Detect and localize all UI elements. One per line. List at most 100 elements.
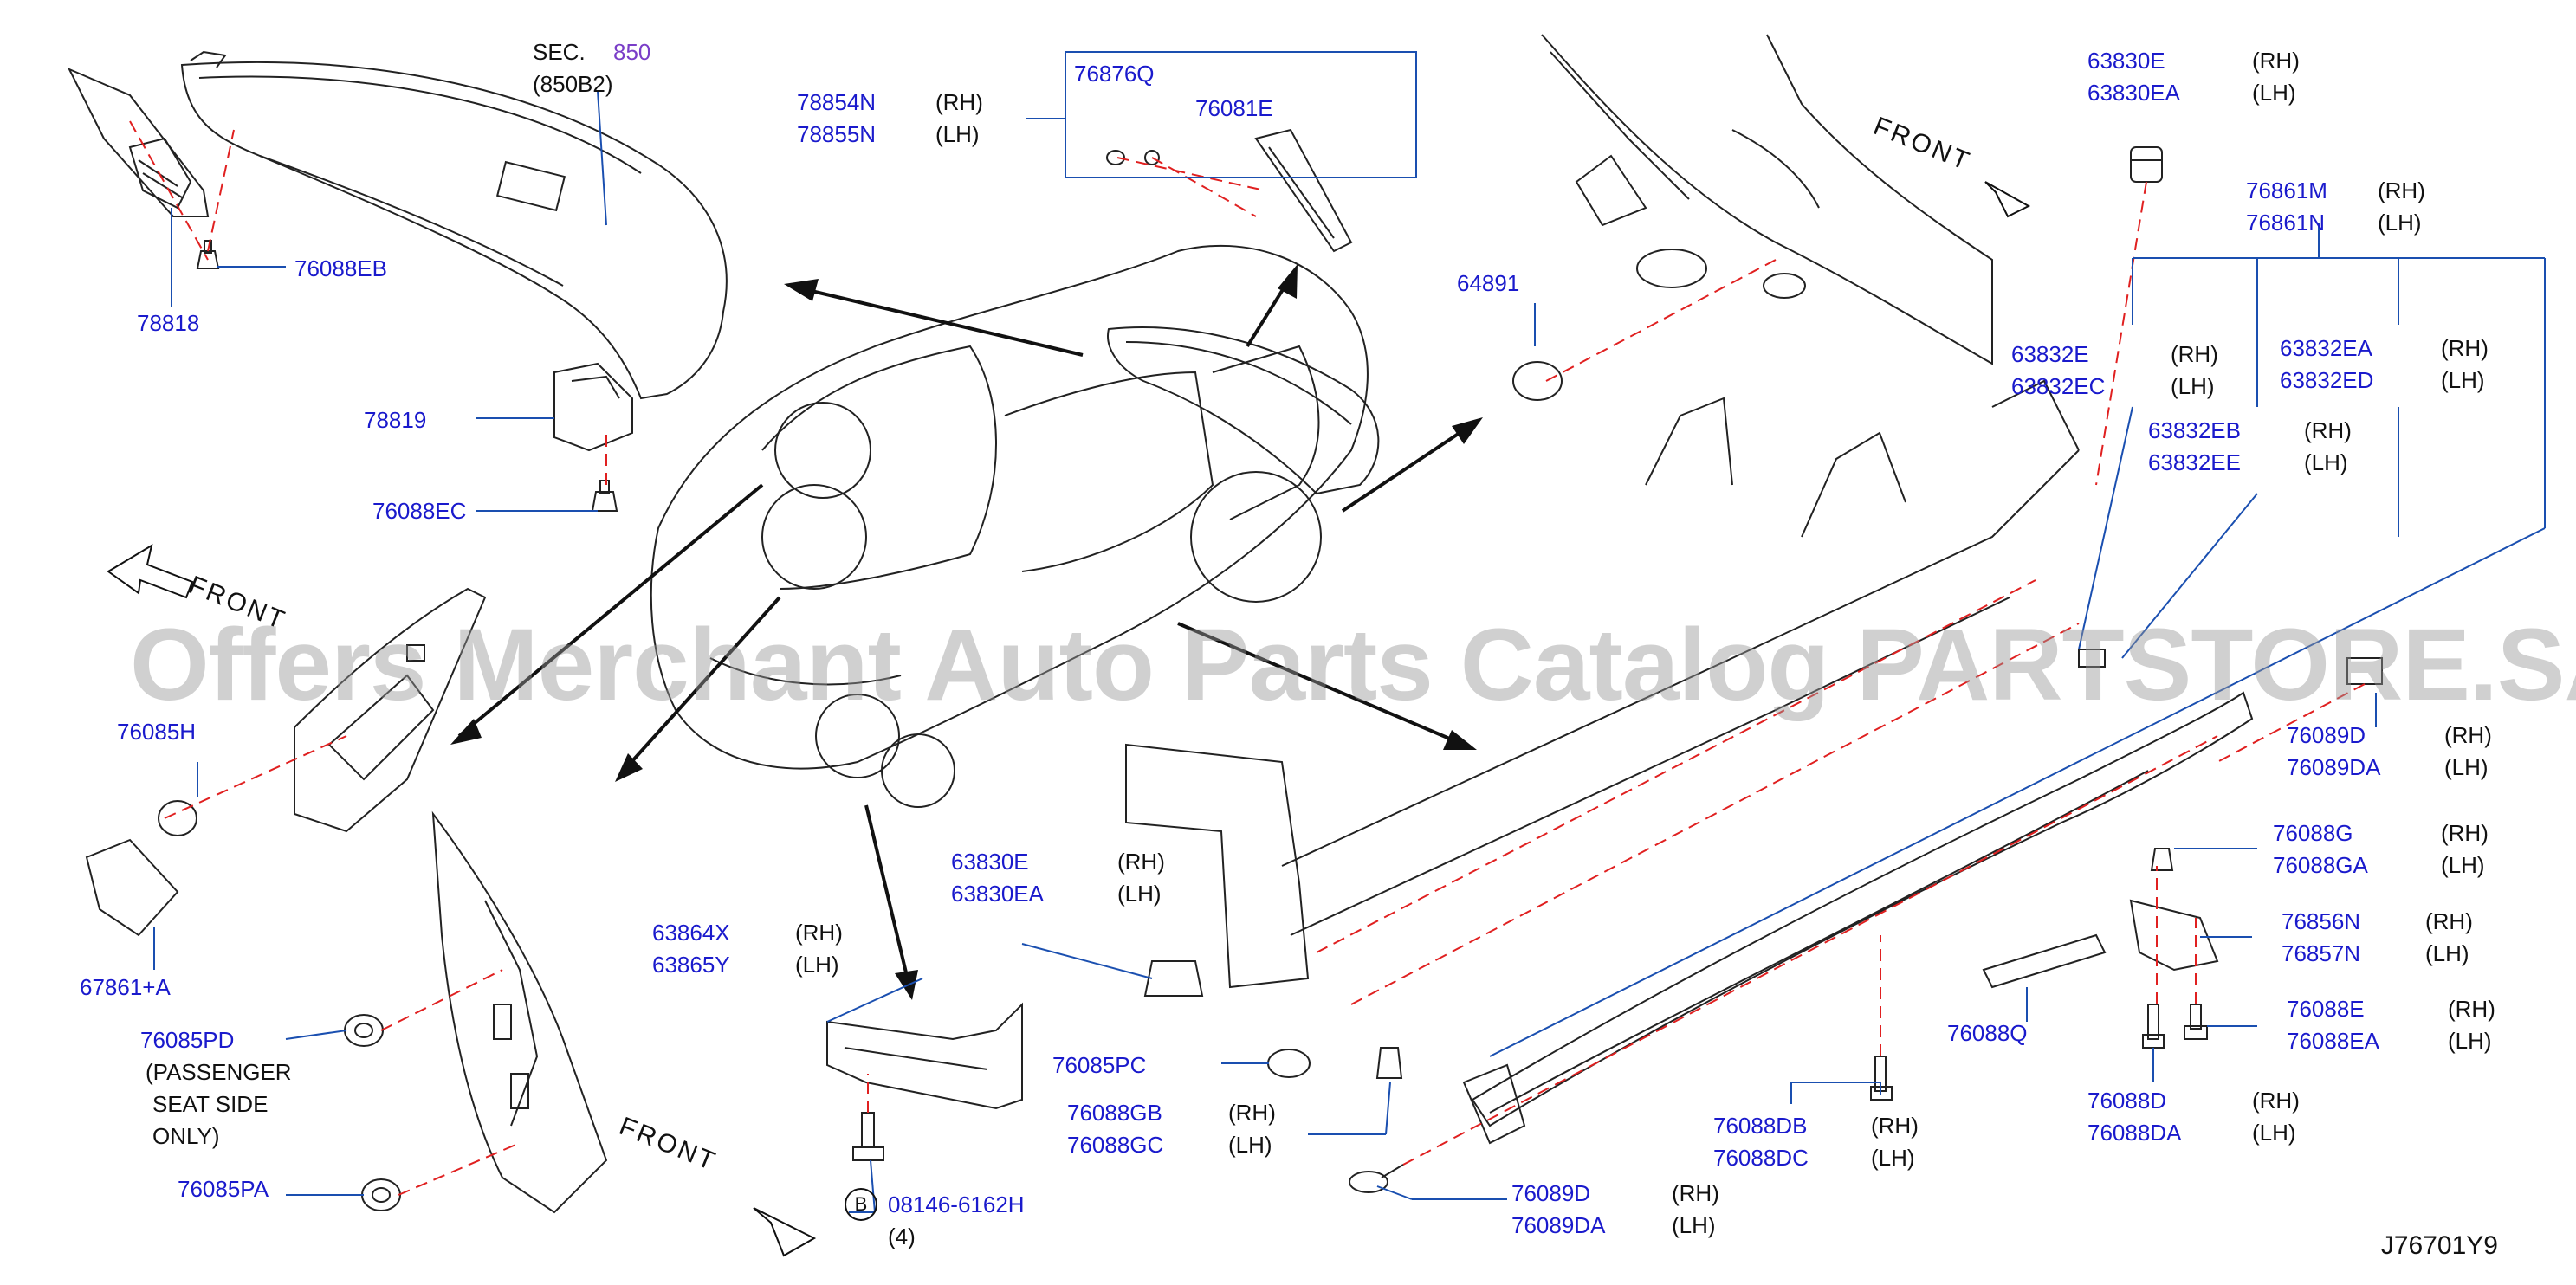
part-76085PD[interactable]: 76085PD	[140, 1027, 235, 1053]
rear-body-floor	[1541, 34, 1993, 365]
mud-guard-63864X	[826, 1002, 1023, 1110]
screw-76089D-bottom	[1349, 1164, 1404, 1193]
figure-id: J76701Y9	[2380, 1231, 2498, 1260]
part-76088DC[interactable]: 76088DC	[1713, 1145, 1809, 1171]
rear-bumper-fascia	[180, 50, 728, 400]
clips-top-left	[196, 240, 618, 512]
sec-number[interactable]: 850	[613, 39, 651, 65]
sill-cover-76856N	[1462, 691, 2254, 1145]
part-76856N[interactable]: 76856N	[2282, 908, 2361, 934]
part-76088GB[interactable]: 76088GB	[1067, 1100, 1162, 1126]
part-76088G[interactable]: 76088G	[2273, 820, 2353, 846]
side-rh: (RH)	[795, 920, 843, 946]
side-lh: (LH)	[2444, 754, 2489, 780]
side-lh: (LH)	[2441, 852, 2485, 878]
part-76857N[interactable]: 76857N	[2282, 940, 2361, 966]
watermark: Offers Merchant Auto Parts Catalog PARTS…	[130, 608, 2576, 722]
front-fender-area	[294, 587, 487, 833]
part-63832EA[interactable]: 63832EA	[2280, 335, 2372, 361]
part-76861M[interactable]: 76861M	[2246, 178, 2327, 203]
bolt-b-circle: B	[845, 1188, 877, 1221]
bolt-08146	[852, 1112, 884, 1161]
leader-lines	[153, 51, 2546, 1213]
sec-prefix: SEC.	[533, 39, 586, 65]
side-rh: (RH)	[2425, 908, 2473, 934]
strip-76088Q	[1982, 933, 2107, 989]
side-lh: (LH)	[1117, 881, 1162, 907]
part-64891[interactable]: 64891	[1457, 270, 1520, 296]
side-rh: (RH)	[935, 89, 983, 115]
plug-76085H	[158, 800, 197, 836]
part-76088EA[interactable]: 76088EA	[2287, 1028, 2379, 1054]
part-76088GC[interactable]: 76088GC	[1067, 1132, 1164, 1158]
reflector-78818	[67, 68, 210, 217]
part-08146-6162H[interactable]: 08146-6162H	[888, 1191, 1025, 1217]
side-lh: (LH)	[1871, 1145, 1915, 1171]
part-76861N[interactable]: 76861N	[2246, 210, 2326, 236]
part-63832E[interactable]: 63832E	[2011, 341, 2089, 367]
part-63830EA-top[interactable]: 63830EA	[2087, 80, 2180, 106]
part-76081E[interactable]: 76081E	[1195, 95, 1273, 121]
part-63830E-mid[interactable]: 63830E	[951, 849, 1029, 875]
part-78819[interactable]: 78819	[364, 407, 427, 433]
side-rh: (RH)	[2378, 178, 2425, 203]
note-line-1: (PASSENGER	[146, 1059, 292, 1085]
side-lh: (LH)	[935, 121, 980, 147]
side-lh: (LH)	[2252, 1120, 2296, 1146]
part-63830EA-mid[interactable]: 63830EA	[951, 881, 1044, 907]
part-76085PA[interactable]: 76085PA	[178, 1176, 269, 1202]
side-rh: (RH)	[1117, 849, 1165, 875]
side-rh: (RH)	[2171, 341, 2218, 367]
side-lh: (LH)	[795, 952, 839, 978]
part-67861A[interactable]: 67861+A	[80, 974, 171, 1000]
part-78854N[interactable]: 78854N	[797, 89, 877, 115]
part-63832EB[interactable]: 63832EB	[2148, 417, 2241, 443]
side-lh: (LH)	[2378, 210, 2422, 236]
part-76089DA-bottom[interactable]: 76089DA	[1511, 1212, 1606, 1238]
side-rh: (RH)	[1228, 1100, 1276, 1126]
clip-63830E-mid	[1143, 960, 1204, 997]
part-76088DA[interactable]: 76088DA	[2087, 1120, 2182, 1146]
part-63832EE[interactable]: 63832EE	[2148, 449, 2241, 475]
side-rh: (RH)	[2252, 1088, 2300, 1114]
part-76088Q[interactable]: 76088Q	[1947, 1020, 2028, 1046]
side-lh: (LH)	[2171, 373, 2215, 399]
end-cap-76856N	[2129, 899, 2219, 972]
part-76089D-right[interactable]: 76089D	[2287, 722, 2366, 748]
part-63832ED[interactable]: 63832ED	[2280, 367, 2374, 393]
callout-arrows	[457, 275, 1474, 988]
side-sill-body	[1125, 379, 2080, 989]
part-76085H[interactable]: 76085H	[117, 719, 197, 745]
b-pillar	[431, 810, 608, 1214]
part-78818[interactable]: 78818	[137, 310, 200, 336]
grommet-64891	[1512, 361, 1563, 401]
side-lh: (LH)	[2304, 449, 2348, 475]
part-76088E[interactable]: 76088E	[2287, 996, 2365, 1022]
part-76088EC[interactable]: 76088EC	[372, 498, 467, 524]
part-78855N[interactable]: 78855N	[797, 121, 877, 147]
roof-spoiler	[1107, 326, 1380, 495]
cover-67861	[85, 838, 179, 937]
part-76088EB[interactable]: 76088EB	[294, 255, 387, 281]
side-rh: (RH)	[1871, 1113, 1919, 1139]
part-76089DA-right[interactable]: 76089DA	[2287, 754, 2381, 780]
grommet-76085PC	[1267, 1049, 1311, 1078]
part-76088GA[interactable]: 76088GA	[2273, 852, 2368, 878]
part-76088DB[interactable]: 76088DB	[1713, 1113, 1808, 1139]
side-lh: (LH)	[2441, 367, 2485, 393]
part-63830E-top[interactable]: 63830E	[2087, 48, 2165, 74]
part-63832EC[interactable]: 63832EC	[2011, 373, 2106, 399]
front-arrow-shapes	[107, 181, 2031, 1257]
vehicle-outline	[650, 244, 1369, 808]
note-line-2: SEAT SIDE	[152, 1091, 269, 1117]
part-63864X[interactable]: 63864X	[652, 920, 730, 946]
bolt-quantity: (4)	[888, 1224, 916, 1249]
part-76876Q[interactable]: 76876Q	[1074, 61, 1155, 87]
part-76088D[interactable]: 76088D	[2087, 1088, 2167, 1114]
corner-trim-76081E	[1254, 128, 1353, 253]
part-76089D-bottom[interactable]: 76089D	[1511, 1180, 1591, 1206]
part-76085PC[interactable]: 76085PC	[1052, 1052, 1147, 1078]
side-rh: (RH)	[2304, 417, 2352, 443]
part-63865Y[interactable]: 63865Y	[652, 952, 730, 978]
